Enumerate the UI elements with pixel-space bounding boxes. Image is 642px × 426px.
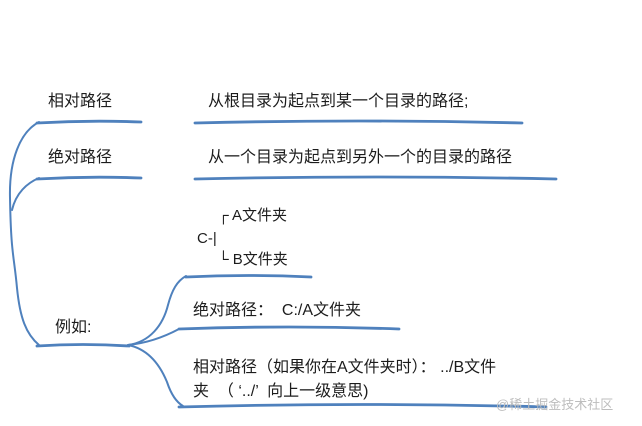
node-relative-path-label: 相对路径 — [48, 93, 113, 110]
underline-relative-desc — [193, 119, 524, 125]
tree-root-c-drive: C-| — [197, 230, 217, 247]
tree-branch-a-folder: ┌ A文件夹 — [218, 207, 287, 224]
node-example-absolute: 绝对路径： C:/A文件夹 — [193, 302, 362, 319]
branch-trunk — [8, 121, 40, 346]
watermark-juejin: @稀土掘金技术社区 — [496, 397, 614, 412]
branch-example-to-relative — [127, 344, 184, 407]
underline-relative-label — [35, 119, 143, 125]
underline-tree — [184, 274, 313, 279]
underline-example-label — [35, 343, 131, 348]
underline-example-relative — [177, 403, 548, 409]
branch-example-to-absolute — [127, 328, 180, 346]
node-relative-path-desc: 从根目录为起点到某一个目录的路径; — [208, 93, 469, 110]
branch-example-to-tree — [127, 275, 187, 346]
node-example-relative-line1: 相对路径（如果你在A文件夹时）： ../B文件 — [193, 359, 497, 376]
underline-absolute-label — [35, 175, 143, 181]
node-example-relative-line2: 夹 （ ‘../’ 向上一级意思) — [193, 383, 369, 400]
node-absolute-path-desc: 从一个目录为起点到另外一个的目录的路径 — [208, 149, 513, 166]
tree-branch-b-folder: └ B文件夹 — [218, 251, 288, 268]
node-absolute-path-label: 绝对路径 — [48, 149, 113, 166]
node-example-label: 例如: — [55, 319, 92, 336]
underline-absolute-desc — [193, 175, 558, 181]
branch-absolute — [11, 177, 40, 211]
underline-example-absolute — [177, 325, 401, 331]
